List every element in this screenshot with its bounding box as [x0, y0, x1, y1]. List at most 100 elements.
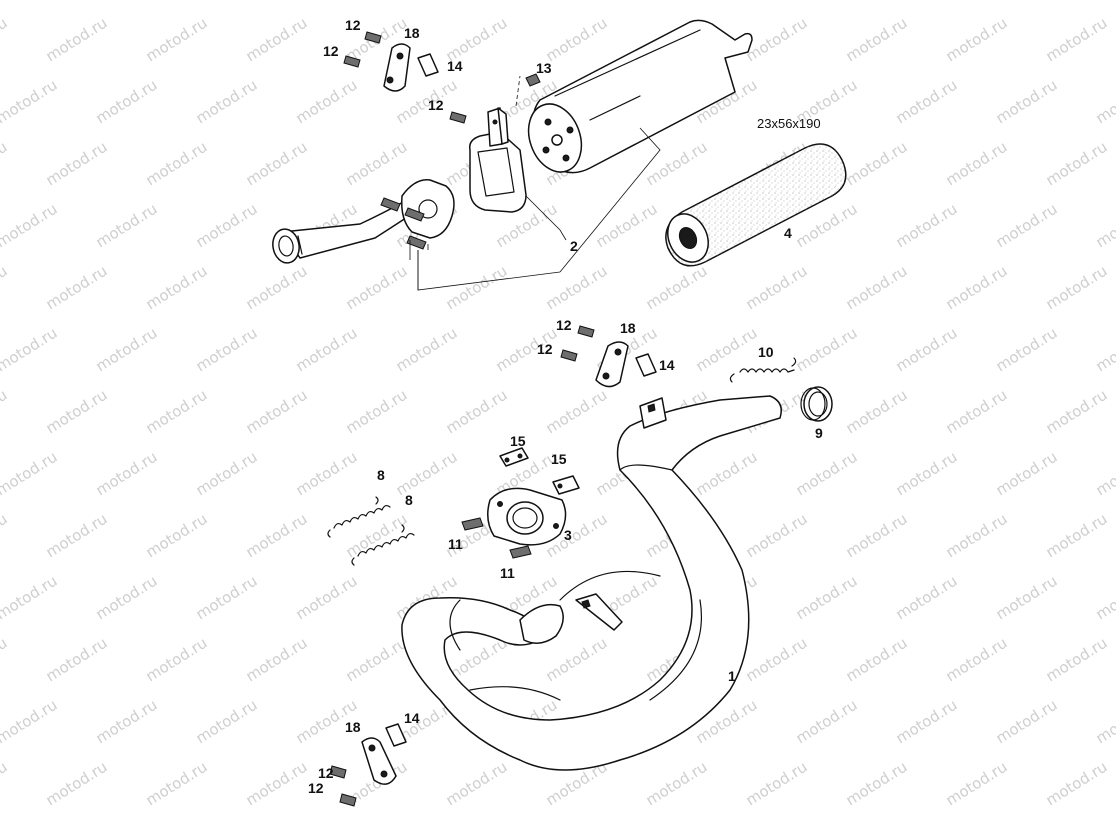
callout-4: 4 [784, 225, 792, 241]
watermark-text: motod.ru [893, 696, 961, 748]
watermark-text: motod.ru [243, 634, 311, 686]
silencer-packing [665, 143, 847, 267]
watermark-text: motod.ru [343, 510, 411, 562]
muffler-assembly [272, 19, 753, 291]
watermark-text: motod.ru [993, 0, 1061, 3]
watermark-text: motod.ru [743, 510, 811, 562]
callout-14: 14 [659, 357, 675, 373]
watermark-text: motod.ru [143, 14, 211, 66]
watermark-text: motod.ru [0, 386, 10, 438]
watermark-text: motod.ru [843, 14, 911, 66]
watermark-text: motod.ru [43, 758, 111, 810]
bracket-18-top [383, 43, 411, 92]
callout-3: 3 [564, 527, 572, 543]
callout-11: 11 [448, 536, 463, 552]
watermark-text: motod.ru [993, 448, 1061, 500]
watermark-text: motod.ru [843, 510, 911, 562]
watermark-text: motod.ru [693, 0, 761, 3]
watermark-text: motod.ru [293, 324, 361, 376]
watermark-text: motod.ru [243, 758, 311, 810]
watermark-text: motod.ru [1093, 76, 1116, 128]
watermark-text: motod.ru [0, 0, 60, 3]
watermark-text: motod.ru [0, 572, 60, 624]
watermark-text: motod.ru [743, 14, 811, 66]
watermark-text: motod.ru [93, 0, 161, 3]
watermark-text: motod.ru [243, 510, 311, 562]
watermark-text: motod.ru [1093, 696, 1116, 748]
watermark-text: motod.ru [843, 138, 911, 190]
watermark-text: motod.ru [543, 262, 611, 314]
watermark-text: motod.ru [193, 696, 261, 748]
watermark-text: motod.ru [543, 634, 611, 686]
watermark-text: motod.ru [893, 200, 961, 252]
callout-14: 14 [404, 710, 420, 726]
watermark-text: motod.ru [243, 386, 311, 438]
watermark-text: motod.ru [343, 262, 411, 314]
callout-12: 12 [318, 765, 334, 781]
watermark-text: motod.ru [0, 758, 10, 810]
callout-labels: 12 12 18 14 13 12 2 4 12 18 12 14 10 9 1… [308, 17, 823, 796]
watermark-text: motod.ru [343, 138, 411, 190]
watermark-text: motod.ru [393, 0, 461, 3]
watermark-text: motod.ru [993, 324, 1061, 376]
watermark-text: motod.ru [193, 448, 261, 500]
watermark-text: motod.ru [443, 386, 511, 438]
watermark-text: motod.ru [793, 324, 861, 376]
watermark-text: motod.ru [843, 386, 911, 438]
watermark-text: motod.ru [1043, 510, 1111, 562]
watermark-text: motod.ru [693, 448, 761, 500]
bracket-18-bottom [361, 737, 397, 785]
watermark-text: motod.ru [143, 758, 211, 810]
watermark-text: motod.ru [693, 324, 761, 376]
callout-8: 8 [405, 492, 413, 508]
watermark-text: motod.ru [943, 758, 1011, 810]
watermark-text: motod.ru [143, 262, 211, 314]
watermark-text: motod.ru [93, 76, 161, 128]
watermark-text: motod.ru [743, 634, 811, 686]
callout-11: 11 [500, 565, 515, 581]
watermark-text: motod.ru [93, 572, 161, 624]
watermark-text: motod.ru [93, 324, 161, 376]
chamber-tab-upper [639, 397, 667, 429]
callout-12: 12 [556, 317, 572, 333]
watermark-text: motod.ru [0, 76, 60, 128]
watermark-text: motod.ru [143, 386, 211, 438]
watermark-text: motod.ru [393, 448, 461, 500]
watermark-text: motod.ru [893, 0, 961, 3]
watermark-text: motod.ru [843, 634, 911, 686]
watermark-text: motod.ru [843, 262, 911, 314]
watermark-text: motod.ru [493, 0, 561, 3]
expansion-chamber [401, 395, 782, 771]
watermark-text: motod.ru [1043, 758, 1111, 810]
callout-12: 12 [308, 780, 324, 796]
watermark-text: motod.ru [143, 510, 211, 562]
watermark-text: motod.ru [1093, 448, 1116, 500]
watermark-text: motod.ru [1093, 324, 1116, 376]
callout-12: 12 [345, 17, 361, 33]
watermark-text: motod.ru [143, 634, 211, 686]
watermark-text: motod.ru [593, 0, 661, 3]
callout-8: 8 [377, 467, 385, 483]
watermark-text: motod.ru [143, 138, 211, 190]
watermark-text: motod.ru [43, 262, 111, 314]
callout-14: 14 [447, 58, 463, 74]
callout-12: 12 [537, 341, 553, 357]
watermark-text: motod.ru [993, 696, 1061, 748]
watermark-text: motod.ru [943, 386, 1011, 438]
watermark-text: motod.ru [1043, 634, 1111, 686]
watermark-text: motod.ru [593, 200, 661, 252]
chamber-body [401, 395, 782, 771]
watermark-text: motod.ru [43, 634, 111, 686]
watermark-text: motod.ru [543, 386, 611, 438]
watermark-text: motod.ru [1043, 138, 1111, 190]
watermark-text: motod.ru [943, 14, 1011, 66]
watermark-text: motod.ru [443, 262, 511, 314]
watermark-text: motod.ru [0, 324, 60, 376]
watermark-text: motod.ru [1093, 572, 1116, 624]
callout-18: 18 [620, 320, 636, 336]
packing-dimension-label: 23x56x190 [757, 116, 821, 131]
watermark-text: motod.ru [1093, 200, 1116, 252]
watermark-text: motod.ru [293, 448, 361, 500]
watermark-text: motod.ru [43, 14, 111, 66]
